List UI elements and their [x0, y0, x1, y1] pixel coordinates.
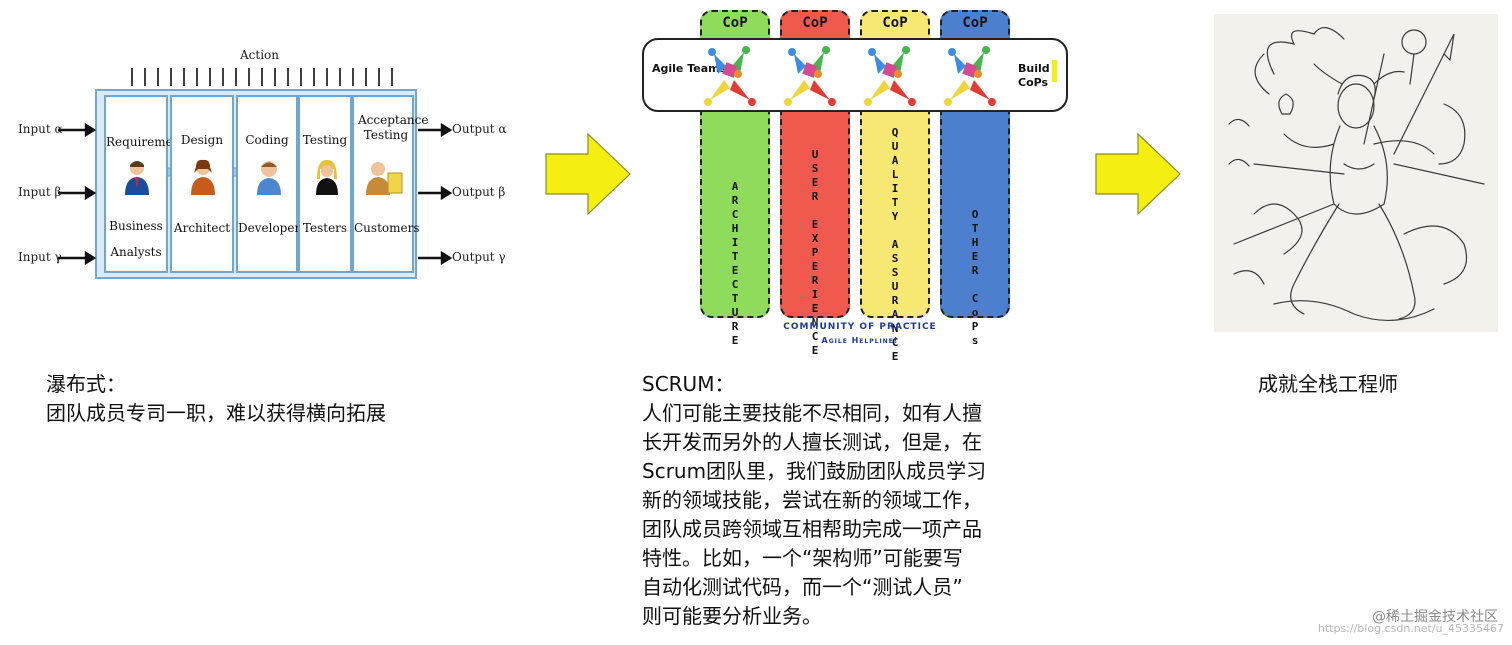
input-label-alpha: Input α: [18, 122, 63, 136]
agile-teams-bar: Agile Teams Build CoPs: [642, 38, 1068, 112]
stage-role: Testers: [302, 221, 348, 235]
stage-title: Coding: [245, 133, 289, 147]
waterfall-caption-title: 瀑布式：: [46, 372, 126, 396]
stage-role: Architect: [173, 221, 231, 235]
stage-title: Testing: [302, 133, 348, 147]
input-arrows: [58, 122, 97, 266]
stage-acceptance-testing: Acceptance Testing Customers: [352, 95, 429, 273]
stage-role: Business Analysts: [109, 219, 163, 259]
scrum-caption-line: 自动化测试代码，而一个“测试人员”: [642, 575, 963, 599]
cop-header: CoP: [722, 15, 748, 31]
business-analyst-icon: [125, 161, 149, 195]
developer-icon: [257, 161, 281, 195]
output-label-alpha: Output α: [452, 122, 507, 136]
scrum-caption-line: 特性。比如，一个“架构师”可能要写: [642, 546, 963, 570]
scrum-caption-line: 团队成员跨领域互相帮助完成一项产品: [642, 517, 982, 541]
warrior-sketch-image: [1214, 14, 1498, 332]
output-label-gamma: Output γ: [452, 250, 506, 264]
agile-teams-label: Agile Teams: [652, 62, 727, 75]
scrum-caption-line: Scrum团队里，我们鼓励团队成员学习: [642, 459, 987, 483]
stage-title: Acceptance Testing: [358, 113, 429, 142]
input-label-beta: Input β: [18, 185, 62, 199]
waterfall-caption: 瀑布式： 团队成员专司一职，难以获得横向拓展: [46, 370, 386, 428]
scrum-caption-line: 则可能要分析业务。: [642, 604, 822, 628]
scrum-caption-title: SCRUM：: [642, 372, 735, 396]
scrum-caption-line: 人们可能主要技能不尽相同，如有人擅: [642, 401, 982, 425]
cop-header: CoP: [802, 15, 828, 31]
stage-coding: Coding Developers: [236, 95, 307, 273]
yellow-arrow-icon: [1095, 132, 1181, 216]
juejin-watermark: @稀土掘金技术社区: [1372, 609, 1498, 625]
input-label-gamma: Input γ: [18, 250, 62, 264]
build-cops-label: Build CoPs: [1018, 62, 1050, 89]
action-label: Action: [240, 48, 279, 62]
output-label-beta: Output β: [452, 185, 506, 199]
scrum-caption: SCRUM： 人们可能主要技能不尽相同，如有人擅 长开发而另外的人擅长测试，但是…: [642, 370, 1162, 631]
tester-icon: [316, 159, 338, 195]
community-of-practice-label: COMMUNITY OF PRACTICE: [783, 322, 937, 332]
team-members-icon: [704, 46, 996, 106]
agile-helpline-label: Agile Helpline!: [821, 336, 899, 345]
stage-design: Design Architect: [170, 95, 234, 273]
scrum-caption-line: 新的领域技能，尝试在新的领域工作，: [642, 488, 982, 512]
yellow-arrow-icon: [545, 132, 631, 216]
stage-testing: Testing Testers: [298, 95, 352, 273]
stage-role: Customers: [354, 221, 420, 235]
warrior-sketch-icon: [1228, 27, 1485, 321]
output-arrows: [418, 122, 453, 266]
stage-title: Requirements: [106, 135, 192, 149]
architect-icon: [191, 159, 215, 195]
action-arrows: [131, 68, 393, 86]
build-marker: [1052, 60, 1057, 82]
cop-header: CoP: [962, 15, 988, 31]
waterfall-caption-body: 团队成员专司一职，难以获得横向拓展: [46, 401, 386, 425]
stage-requirements: Requirements Business Analysts: [104, 95, 192, 273]
stage-title: Design: [180, 133, 224, 147]
stage-role: Developers: [238, 221, 307, 235]
csdn-url-watermark: https://blog.csdn.net/u_45335467: [1317, 622, 1504, 635]
customer-icon: [366, 162, 403, 195]
cop-header: CoP: [882, 15, 908, 31]
fullstack-caption: 成就全栈工程师: [1258, 372, 1398, 396]
scrum-caption-line: 长开发而另外的人擅长测试，但是，在: [642, 430, 982, 454]
